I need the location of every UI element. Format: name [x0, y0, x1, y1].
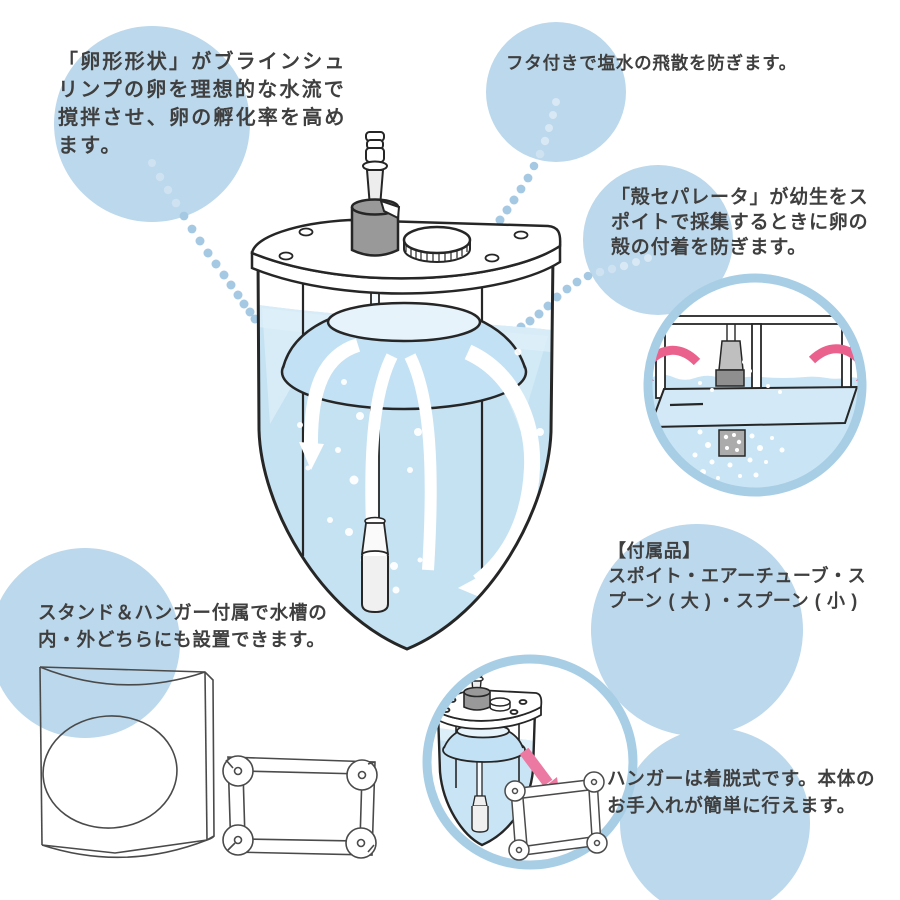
annotation-line: 「卵形形状」がブラインシュ [58, 51, 347, 73]
annotation-line: お手入れが簡単に行えます。 [607, 795, 857, 816]
annotation-line: ハンガーは着脱式です。本体の [607, 768, 876, 789]
annotation-line: 殻の付着を防ぎます。 [611, 237, 808, 258]
knurled-cap [402, 225, 472, 263]
air-stone [360, 516, 390, 614]
annotation-line: リンプの卵を理想的な水流で [58, 79, 346, 101]
annotation-line: 撹拌させ、卵の孵化率を高め [58, 107, 347, 129]
bubble-trail-top-right [488, 98, 560, 234]
bubble-egg-shape [54, 26, 250, 222]
bubble-stand-text [0, 548, 180, 738]
annotation-line: 内・外どちらにも設置できます。 [38, 629, 326, 650]
vessel-outline [256, 253, 555, 651]
annotation-line: フタ付きで塩水の飛散を防ぎます。 [506, 53, 798, 73]
stand-illustration [39, 666, 215, 859]
mini-cap [489, 697, 511, 712]
stand-opening [42, 715, 178, 829]
annotation-shell-separator: 「殻セパレータ」が幼生をス ポイトで採集するときに卵の 殻の付着を防ぎます。 [611, 185, 868, 260]
air-connector [350, 131, 401, 257]
mini-dome [442, 723, 526, 763]
hanger-detach-illustration [422, 654, 638, 870]
separator-plate [652, 385, 858, 429]
bubble-trail-left [148, 159, 260, 324]
bubble-shell-separator [583, 165, 733, 315]
annotation-line: プーン ( 大 ) ・スプーン ( 小 ) [608, 591, 858, 611]
annotation-lid: フタ付きで塩水の飛散を防ぎます。 [506, 50, 797, 76]
annotation-line: ます。 [58, 135, 123, 157]
separator-closeup-illustration [643, 273, 867, 497]
annotation-hanger-removal: ハンガーは着脱式です。本体の お手入れが簡単に行えます。 [607, 765, 875, 819]
bubble-hanger-text [620, 728, 810, 900]
pink-overflow-arrow-icon [652, 344, 858, 381]
annotation-line: 「殻セパレータ」が幼生をス [611, 187, 869, 208]
suction-cup-icon [504, 771, 608, 861]
bubble-lid [486, 22, 626, 162]
hanger-illustration [222, 755, 378, 859]
screw-hole-icon [278, 227, 529, 263]
mini-hanger-frame [504, 771, 608, 861]
annotation-line: スポイト・エアーチューブ・ス [608, 566, 867, 586]
main-device-illustration [250, 131, 562, 651]
bubble-accessories [591, 524, 803, 736]
top-plate [250, 218, 562, 295]
air-stone-small [718, 429, 746, 457]
speech-bubble-circles [0, 22, 810, 900]
annotation-stand-hanger: スタンド＆ハンガー付属で水槽の 内・外どちらにも設置できます。 [38, 599, 328, 653]
flow-arrow-icon [299, 338, 541, 601]
annotation-line: ポイトで採集するときに卵の [611, 212, 869, 233]
annotation-egg-shape: 「卵形形状」がブラインシュ リンプの卵を理想的な水流で 撹拌させ、卵の孵化率を高… [58, 48, 347, 160]
accessories-title: 【付属品】 [608, 541, 701, 561]
mini-air-stone [471, 795, 489, 833]
annotation-line: スタンド＆ハンガー付属で水槽の [38, 602, 328, 623]
suction-cup-icon [222, 755, 378, 859]
bubbles-small [692, 350, 785, 480]
annotation-accessories: 【付属品】 スポイト・エアーチューブ・ス プーン ( 大 ) ・スプーン ( 小… [608, 539, 866, 614]
